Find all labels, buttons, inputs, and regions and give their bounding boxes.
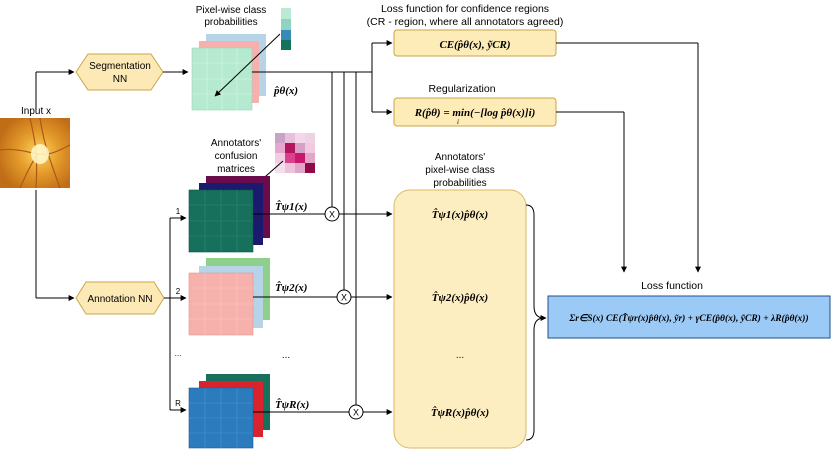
confusion-line3: matrices — [217, 164, 255, 175]
branch-1-product: T̂ψ1(x)p̂θ(x) — [432, 208, 488, 221]
branch-ellipsis-matrix: ... — [282, 350, 290, 361]
segmentation-label-line1: Segmentation — [89, 61, 151, 72]
multiply-symbol-1: X — [329, 210, 335, 220]
annotation-fanout: 1 2 ... R — [164, 207, 187, 413]
fundus-image — [0, 117, 71, 189]
input-connectors — [35, 69, 75, 301]
multiply-symbol-2: X — [341, 293, 347, 303]
branch-index-R: R — [175, 399, 181, 408]
branch-R-matrix-label: T̂ψR(x) — [275, 398, 309, 411]
branch-2-matrix-stack: T̂ψ2(x) — [188, 258, 307, 336]
segmentation-nn-node: Segmentation NN — [75, 53, 164, 91]
multiply-branch-2: X — [253, 289, 393, 305]
annotator-probs-label: Annotators' pixel-wise class probabiliti… — [425, 152, 494, 189]
input-label: Input x — [21, 106, 51, 117]
confusion-line2: confusion — [215, 151, 258, 162]
to-loss-arrows — [556, 42, 701, 273]
pixel-probs-line1: Pixel-wise class — [196, 5, 267, 16]
branch-1-matrix-stack: T̂ψ1(x) — [188, 176, 307, 253]
branch-index-1: 1 — [176, 207, 181, 216]
annotator-probs-line2: pixel-wise class — [425, 165, 494, 176]
annotator-probs-panel — [393, 189, 527, 449]
branch-ellipsis-product: ... — [456, 350, 464, 361]
pixel-probabilities-block: Pixel-wise class probabilities p̂θ(x) — [191, 5, 298, 111]
annotation-nn-label: Annotation NN — [87, 294, 152, 305]
loss-function-title: Loss function — [641, 280, 703, 292]
loss-function-block: Loss function Σr∈S(x) CE(T̂ψr(x)p̂θ(x), … — [547, 280, 831, 339]
annotator-probs-line3: probabilities — [433, 178, 486, 189]
pixel-probs-line2: probabilities — [204, 17, 257, 28]
branch-R-matrix-stack: T̂ψR(x) — [188, 374, 309, 449]
confusion-matrices-label: Annotators' confusion matrices — [211, 138, 261, 175]
multiply-branch-R: X — [253, 404, 393, 420]
segmentation-label-line2: NN — [113, 74, 127, 85]
class-probability-vector — [281, 8, 291, 50]
confusion-matrix-icon — [275, 133, 315, 173]
annotation-nn-node: Annotation NN — [75, 281, 165, 315]
prob-map-front — [191, 47, 253, 111]
annotator-probs-line1: Annotators' — [435, 152, 485, 163]
cr-loss-block: Loss function for confidence regions (CR… — [367, 3, 564, 57]
branch-1-matrix-label: T̂ψ1(x) — [275, 200, 307, 213]
branch-index-2: 2 — [176, 287, 181, 296]
cr-loss-subtitle: (CR - region, where all annotators agree… — [367, 16, 564, 28]
branch-R-product: T̂ψR(x)p̂θ(x) — [431, 406, 489, 419]
cr-loss-title: Loss function for confidence regions — [381, 3, 549, 15]
regularization-subscript: i — [457, 118, 459, 126]
loss-function-formula: Σr∈S(x) CE(T̂ψr(x)p̂θ(x), ỹr) + γCE(p̂θ(… — [568, 311, 808, 324]
ptheta-bus — [252, 40, 393, 405]
regularization-title: Regularization — [428, 83, 495, 95]
regularization-block: Regularization R(p̂θ) = min(−[log p̂θ(x)… — [393, 83, 557, 127]
multiply-branch-1: X — [253, 206, 393, 222]
regularization-formula: R(p̂θ) = min(−[log p̂θ(x)]i) — [414, 107, 536, 119]
cr-loss-formula: CE(p̂θ(x), ỹCR) — [439, 39, 510, 51]
branch-2-matrix-label: T̂ψ2(x) — [275, 281, 307, 294]
confusion-line1: Annotators' — [211, 138, 261, 149]
multiply-symbol-R: X — [353, 408, 359, 418]
branch-index-ellipsis: ... — [175, 349, 182, 358]
branch-2-product: T̂ψ2(x)p̂θ(x) — [432, 291, 488, 304]
pixel-probs-output: p̂θ(x) — [273, 85, 298, 97]
input-node: Input x — [0, 106, 71, 189]
loss-function-box — [547, 295, 831, 339]
panel-brace — [525, 204, 545, 441]
